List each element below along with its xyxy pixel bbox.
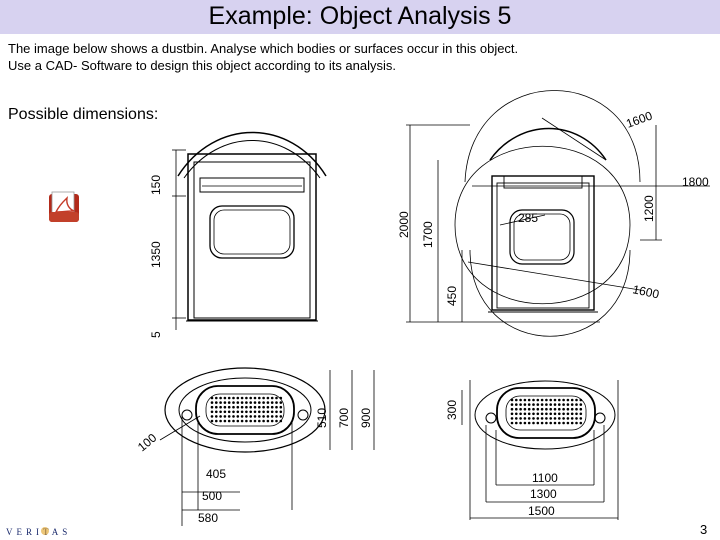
subheading: Possible dimensions:: [8, 106, 159, 123]
intro-line-1: The image below shows a dustbin. Analyse…: [8, 41, 519, 56]
dim-plan-left-d3: 900: [359, 408, 373, 428]
plan-view-left: [159, 367, 375, 526]
dim-front-base: 5: [149, 331, 163, 338]
dim-plan-left-w2: 500: [202, 489, 222, 503]
front-view: [172, 131, 327, 330]
dim-side-lower: 450: [445, 286, 459, 306]
dim-plan-right-w1: 1100: [532, 471, 558, 485]
dim-side-inner: 285: [518, 211, 538, 225]
dim-plan-left-d2: 700: [337, 408, 351, 428]
dim-front-height: 1350: [149, 241, 163, 268]
dim-plan-left-d1: 510: [315, 408, 329, 428]
dim-side-total-height: 2000: [397, 211, 411, 238]
dim-plan-right-w2: 1300: [530, 487, 557, 501]
intro-text: The image below shows a dustbin. Analyse…: [8, 40, 518, 74]
slide-title: Example: Object Analysis 5: [208, 2, 512, 30]
intro-line-2: Use a CAD- Software to design this objec…: [8, 58, 397, 73]
dim-front-top: 150: [149, 175, 163, 195]
dim-plan-right-d1: 300: [445, 400, 459, 420]
dim-side-right-height: 1200: [642, 195, 656, 222]
plan-view-right: [461, 380, 619, 520]
dim-plan-left-w1: 405: [206, 467, 226, 481]
dim-side-body-height: 1700: [421, 221, 435, 248]
logo-text: VERITAS: [6, 527, 71, 537]
title-bar: [0, 0, 720, 34]
dim-side-width-right: 1800: [682, 175, 709, 189]
pdf-file-icon[interactable]: [47, 190, 83, 224]
page-number: 3: [700, 522, 708, 537]
dim-plan-right-w3: 1500: [528, 504, 555, 518]
dim-side-arc-bottom: 1600: [631, 282, 660, 301]
plan-right-dot-grid: [510, 398, 583, 425]
dim-plan-left-w3: 580: [198, 511, 218, 525]
veritas-logo: VERITAS: [6, 527, 71, 537]
plan-left-dot-grid: [210, 396, 283, 423]
dim-plan-left-offset: 100: [135, 430, 160, 454]
dim-side-arc-top: 1600: [624, 108, 654, 130]
